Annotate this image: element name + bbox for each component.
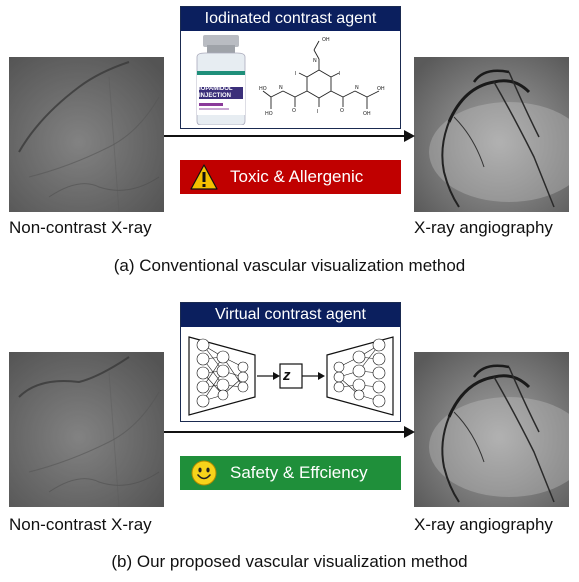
- svg-text:N: N: [279, 85, 283, 91]
- transform-arrow-top: [164, 130, 415, 142]
- svg-text:OH: OH: [322, 37, 330, 43]
- svg-text:I: I: [295, 71, 296, 77]
- angiography-caption-top: X-ray angiography: [414, 218, 553, 237]
- iodinated-agent-box: Iodinated contrast agent IOPAMIDOL INJEC…: [180, 6, 401, 129]
- safety-efficiency-label: Safety & Effciency: [230, 463, 368, 482]
- virtual-agent-box: Virtual contrast agent: [180, 302, 401, 422]
- svg-text:I: I: [339, 71, 340, 77]
- smiley-face-icon: [191, 460, 217, 486]
- angiography-image-bottom: [414, 352, 569, 507]
- latent-z-label: z: [283, 367, 291, 384]
- non-contrast-caption-bottom: Non-contrast X-ray: [9, 515, 152, 534]
- svg-text:N: N: [313, 58, 317, 64]
- svg-text:O: O: [340, 108, 344, 114]
- iopamidol-chemical-structure: N I I I OH N N OH OH HO HO O O: [259, 35, 397, 125]
- safety-efficiency-badge: Safety & Effciency: [180, 456, 401, 490]
- angiography-caption-bottom: X-ray angiography: [414, 515, 553, 534]
- non-contrast-caption-top: Non-contrast X-ray: [9, 218, 152, 237]
- contrast-vial-image: IOPAMIDOL INJECTION: [191, 35, 251, 126]
- svg-text:OH: OH: [363, 111, 371, 117]
- svg-text:N: N: [355, 85, 359, 91]
- angiography-image-top: [414, 57, 569, 212]
- encoder-decoder-network-diagram: [188, 336, 394, 416]
- toxic-allergenic-label: Toxic & Allergenic: [230, 167, 364, 186]
- svg-text:OH: OH: [377, 86, 385, 92]
- non-contrast-xray-image-top: [9, 57, 164, 212]
- section-a-title: (a) Conventional vascular visualization …: [113, 256, 466, 275]
- svg-text:HO: HO: [265, 111, 273, 117]
- svg-text:HO: HO: [259, 86, 267, 92]
- warning-triangle-icon: [190, 164, 218, 190]
- section-b-title: (b) Our proposed vascular visualization …: [111, 552, 468, 571]
- transform-arrow-bottom: [164, 426, 415, 438]
- svg-text:I: I: [317, 109, 318, 115]
- vial-label-line1: IOPAMIDOL: [199, 86, 233, 92]
- non-contrast-xray-image-bottom: [9, 352, 164, 507]
- svg-text:O: O: [292, 108, 296, 114]
- toxic-allergenic-badge: Toxic & Allergenic: [180, 160, 401, 194]
- virtual-agent-title: Virtual contrast agent: [181, 303, 400, 327]
- vial-label-line2: INJECTION: [199, 93, 232, 99]
- iodinated-agent-title: Iodinated contrast agent: [181, 7, 400, 31]
